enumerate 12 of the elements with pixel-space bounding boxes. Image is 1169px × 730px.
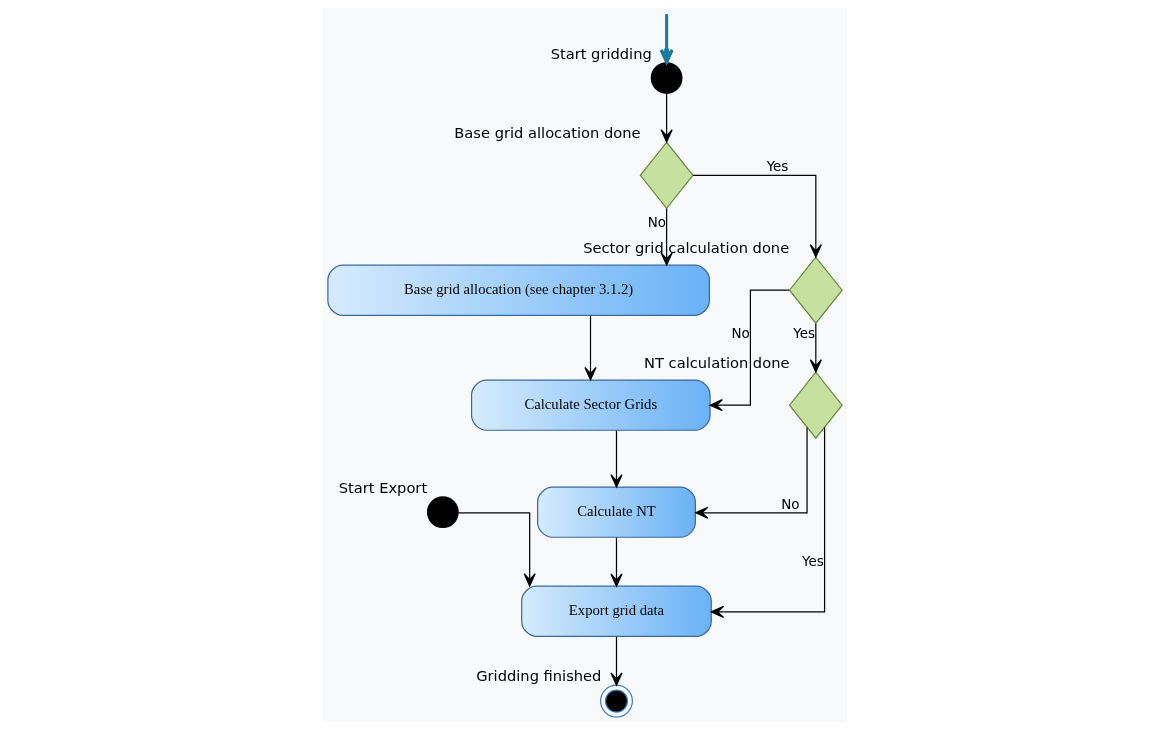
edge-label: No [780,496,799,512]
edge-label: Yes [792,325,815,341]
edge-label: Yes [766,159,788,175]
node-label: Gridding finished [475,667,601,685]
node-label: NT calculation done [643,354,789,372]
node-label: Sector grid calculation done [582,239,789,257]
edge-label: Yes [801,554,824,570]
node-label: Start Export [338,478,427,496]
edge-label: No [647,214,666,230]
edge-label: No [730,326,750,342]
node-label: Start gridding [550,44,652,62]
node-label: Base grid allocation done [453,124,640,142]
